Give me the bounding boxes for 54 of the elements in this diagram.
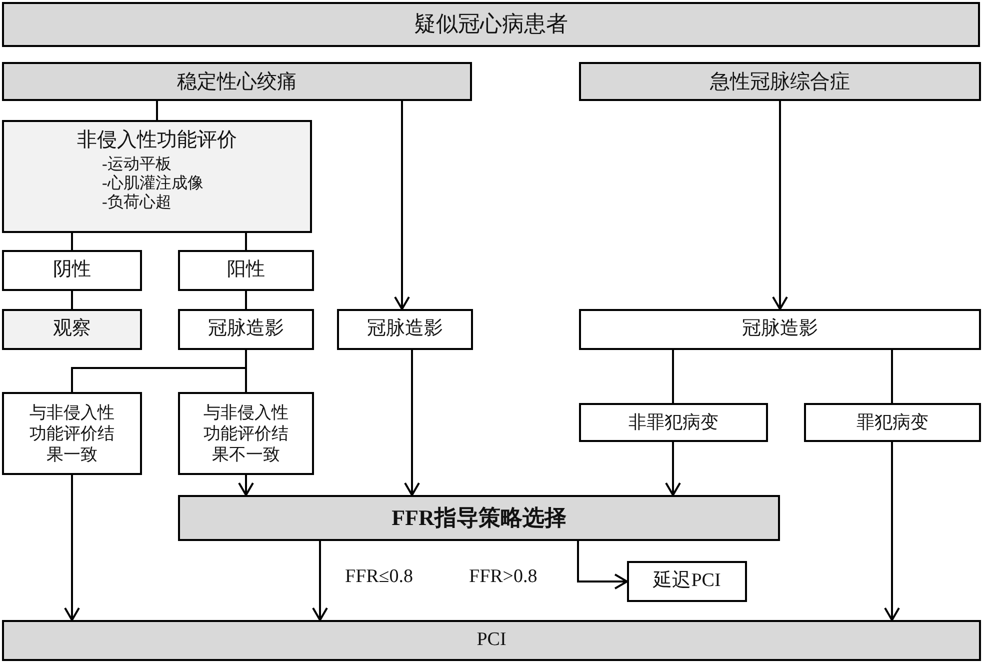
list-item: -运动平板 xyxy=(102,155,172,174)
title-box xyxy=(2,2,980,47)
box-label: 与非侵入性功能评价结果一致 xyxy=(28,402,116,466)
decision-box xyxy=(178,495,780,541)
box-heading: 非侵入性功能评价 xyxy=(77,128,237,152)
box-label: 稳定性心绞痛 xyxy=(177,70,297,94)
connector-line xyxy=(245,233,247,250)
arrow xyxy=(577,541,628,590)
result-box xyxy=(579,403,768,442)
connector-line xyxy=(71,291,73,309)
box-label: 冠脉造影 xyxy=(208,318,284,341)
process-box xyxy=(178,309,314,350)
box-label: 非罪犯病变 xyxy=(628,412,718,434)
box-label: 疑似冠心病患者 xyxy=(414,11,568,38)
connector-line xyxy=(71,233,73,250)
arrow xyxy=(772,101,788,310)
connector-line xyxy=(245,291,247,309)
result-box xyxy=(804,403,981,442)
arrow xyxy=(312,541,328,621)
box-label: 罪犯病变 xyxy=(856,412,928,434)
process-box xyxy=(337,309,473,350)
list-item: -负荷心超 xyxy=(102,193,172,213)
arrow xyxy=(238,475,254,496)
connector-line xyxy=(156,101,158,120)
category-box xyxy=(2,62,472,101)
result-box xyxy=(178,392,314,475)
result-box xyxy=(2,250,142,291)
box-label: 阴性 xyxy=(53,259,91,282)
process-box xyxy=(579,309,981,350)
process-box xyxy=(2,120,312,233)
box-label: 冠脉造影 xyxy=(367,318,443,341)
arrow xyxy=(404,350,420,496)
result-box xyxy=(178,250,314,291)
box-label: FFR指导策略选择 xyxy=(392,504,566,532)
connector-line xyxy=(672,350,674,403)
box-label: 与非侵入性功能评价结果不一致 xyxy=(202,402,290,466)
arrow xyxy=(665,442,681,496)
box-label: 急性冠脉综合症 xyxy=(710,70,850,94)
arrow xyxy=(394,101,410,310)
process-box xyxy=(2,309,142,350)
arrow xyxy=(884,442,900,621)
outcome-box xyxy=(2,620,981,661)
box-label: PCI xyxy=(476,629,506,652)
result-box xyxy=(2,392,142,475)
process-box xyxy=(627,561,747,602)
list-item: -心肌灌注成像 xyxy=(102,174,204,194)
arrow xyxy=(64,475,80,621)
box-label: 冠脉造影 xyxy=(742,318,818,341)
box-label: 观察 xyxy=(53,318,91,341)
box-label: 延迟PCI xyxy=(653,570,721,593)
connector-line xyxy=(245,350,247,392)
box-label: 阳性 xyxy=(227,259,265,282)
connector-line xyxy=(891,350,893,403)
category-box xyxy=(579,62,981,101)
